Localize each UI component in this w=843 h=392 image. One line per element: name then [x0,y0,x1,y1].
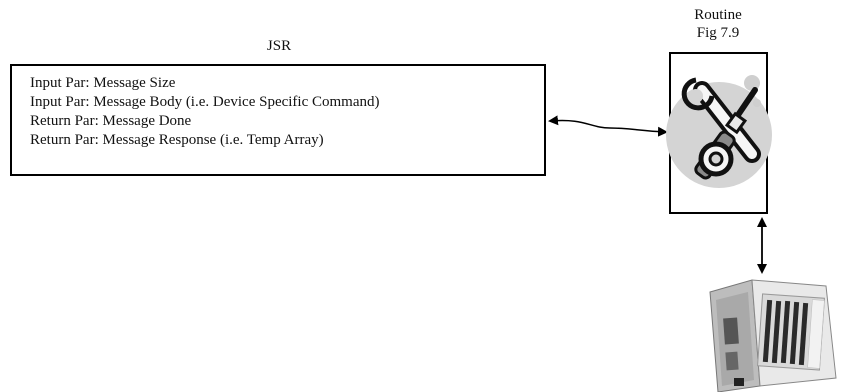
jsr-routine-connector [548,115,668,137]
wrench-icon [681,77,761,163]
jsr-param-input-size: Input Par: Message Size [30,75,176,91]
jsr-param-return-response: Return Par: Message Response (i.e. Temp … [30,132,324,148]
wrench-head-icon [698,141,734,177]
routine-title: Routine Fig 7.9 [668,6,768,42]
routine-title-line1: Routine [694,7,742,23]
jsr-param-input-body: Input Par: Message Body (i.e. Device Spe… [30,94,380,110]
jsr-param-return-done: Return Par: Message Done [30,113,192,129]
jsr-title: JSR [266,38,292,54]
jsr-parameter-box: Input Par: Message Size Input Par: Messa… [10,64,546,176]
routine-title-line2: Fig 7.9 [696,25,740,41]
plc-module-icon [709,279,837,392]
tools-icon [666,75,772,188]
